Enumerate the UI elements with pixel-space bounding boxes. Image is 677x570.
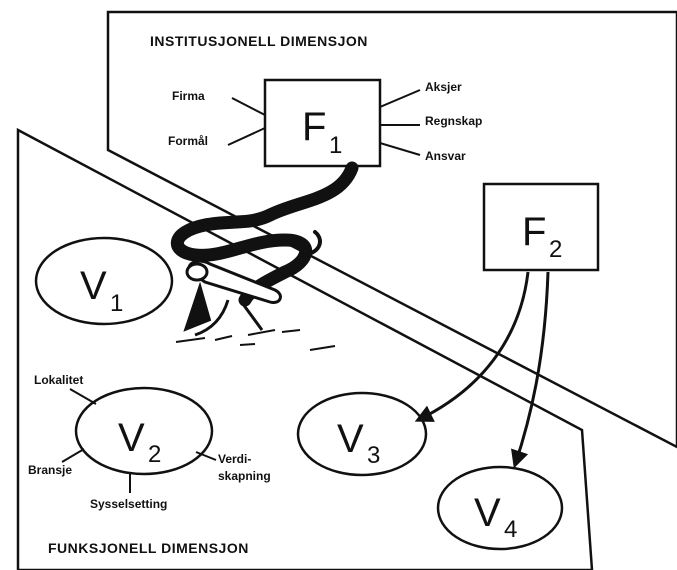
v2-label-sysselsetting: Sysselsetting [90, 497, 167, 511]
v1-node: V 1 [34, 236, 174, 326]
v3-node: V 3 [296, 391, 428, 477]
scribble-marks [175, 329, 336, 351]
v2-label-lokalitet: Lokalitet [34, 373, 83, 387]
f1-label-regnskap: Regnskap [425, 114, 482, 128]
v4-subscript: 4 [504, 516, 517, 543]
f1-label-firma: Firma [172, 89, 205, 103]
f1-node: F 1 [263, 78, 382, 168]
v3-subscript: 3 [367, 442, 380, 469]
f2-letter: F [522, 210, 546, 254]
f1-subscript: 1 [329, 132, 342, 159]
v2-label-skapning: skapning [218, 469, 271, 483]
f2-arrows [414, 271, 550, 469]
v4-letter: V [474, 491, 501, 535]
f1-attribute-lines [227, 89, 421, 156]
v1-subscript: 1 [110, 290, 123, 317]
institutional-plane: INSTITUSJONELL DIMENSJON [106, 10, 677, 449]
f2-node: F 2 [482, 182, 600, 272]
v3-letter: V [337, 417, 364, 461]
v2-node: V 2 [74, 386, 214, 476]
arrow-f2-to-v3 [414, 271, 530, 422]
v2-label-bransje: Bransje [28, 463, 72, 477]
f1-label-ansvar: Ansvar [425, 149, 466, 163]
f1-label-aksjer: Aksjer [425, 80, 462, 94]
institutional-title: INSTITUSJONELL DIMENSJON [150, 33, 368, 49]
functional-title: FUNKSJONELL DIMENSJON [48, 540, 249, 556]
f1-letter: F [302, 105, 326, 149]
v2-attribute-lines [61, 388, 217, 493]
f1-label-formal: Formål [168, 134, 208, 148]
v2-label-verdi: Verdi- [218, 452, 251, 466]
cable-plug-icon [183, 259, 282, 337]
v4-node: V 4 [436, 465, 564, 551]
v1-letter: V [80, 264, 107, 308]
f2-subscript: 2 [549, 236, 562, 263]
f1-cable [170, 161, 359, 307]
arrow-f2-to-v4 [511, 271, 550, 469]
v2-subscript: 2 [148, 441, 161, 468]
v2-letter: V [118, 416, 145, 460]
